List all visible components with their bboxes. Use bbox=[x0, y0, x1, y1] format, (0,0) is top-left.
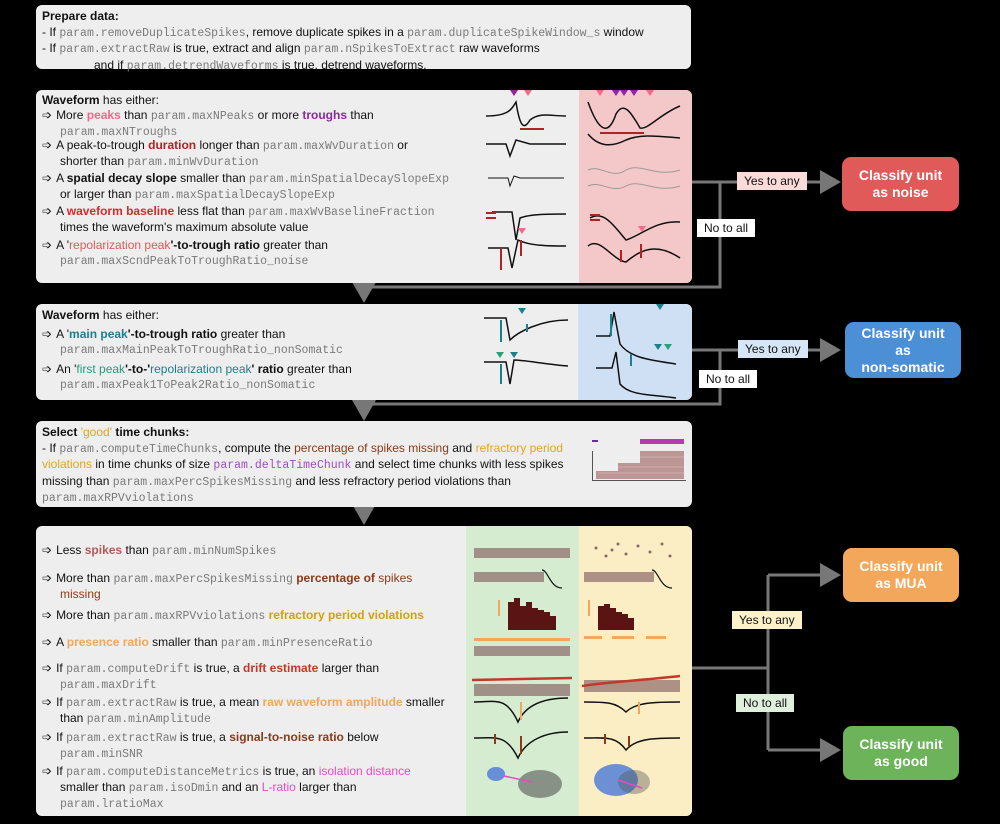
noise-item-duration: ➩A peak-to-trough duration longer than p… bbox=[42, 138, 408, 169]
prepare-data-box: Prepare data: - If param.removeDuplicate… bbox=[36, 5, 691, 73]
nonsomatic-criteria-box: Waveform has either: ➩A 'main peak'-to-t… bbox=[36, 304, 692, 400]
chunks-title: Select 'good' time chunks: bbox=[42, 425, 190, 439]
yes-to-any-label-mua: Yes to any bbox=[732, 611, 802, 629]
quality-item-rpv: ➩More than param.maxRPVviolations refrac… bbox=[42, 608, 424, 623]
quality-example-illustrations bbox=[471, 542, 681, 798]
chunks-line-4: param.maxRPVviolations bbox=[42, 492, 194, 505]
time-chunks-raster-plot bbox=[592, 439, 686, 481]
noise-title: Waveform has either: bbox=[42, 93, 159, 107]
classify-mua-box: Classify unit as MUA bbox=[843, 548, 959, 602]
noise-criteria-box: Waveform has either: ➩More peaks than pa… bbox=[36, 90, 692, 283]
time-chunks-box: Select 'good' time chunks: - If param.co… bbox=[36, 421, 692, 507]
noise-item-peaks: ➩More peaks than param.maxNPeaks or more… bbox=[42, 108, 374, 139]
nonsomatic-waveform-illustrations bbox=[484, 304, 677, 399]
quality-item-isolation: ➩If param.computeDistanceMetrics is true… bbox=[42, 764, 411, 811]
quality-item-snr: ➩If param.extractRaw is true, a signal-t… bbox=[42, 730, 379, 761]
yes-to-any-label-nonsomatic: Yes to any bbox=[738, 340, 808, 358]
quality-item-num-spikes: ➩Less spikes than param.minNumSpikes bbox=[42, 543, 277, 558]
quality-metrics-box: ➩Less spikes than param.minNumSpikes ➩Mo… bbox=[36, 526, 692, 816]
no-to-all-label-noise: No to all bbox=[697, 219, 756, 237]
classify-noise-box: Classify unit as noise bbox=[842, 157, 959, 211]
prepare-line-2: - If param.extractRaw is true, extract a… bbox=[42, 41, 540, 56]
noise-item-baseline: ➩A waveform baseline less flat than para… bbox=[42, 204, 435, 234]
classify-nonsomatic-box: Classify unit as non-somatic bbox=[845, 322, 961, 378]
chunks-line-1: - If param.computeTimeChunks, compute th… bbox=[42, 440, 563, 456]
quality-item-drift: ➩If param.computeDrift is true, a drift … bbox=[42, 661, 380, 692]
noise-item-spatial-decay: ➩A spatial decay slope smaller than para… bbox=[42, 171, 449, 202]
no-to-all-label-good: No to all bbox=[736, 694, 795, 712]
prepare-line-3: and if param.detrendWaveforms is true, d… bbox=[94, 57, 427, 73]
nonsomatic-title: Waveform has either: bbox=[42, 308, 159, 322]
nonsomatic-item-first-peak: ➩An 'first peak'-to-'repolarization peak… bbox=[42, 362, 352, 392]
yes-to-any-label-noise: Yes to any bbox=[737, 172, 807, 190]
quality-item-amplitude: ➩If param.extractRaw is true, a mean raw… bbox=[42, 695, 445, 726]
quality-item-presence-ratio: ➩A presence ratio smaller than param.min… bbox=[42, 635, 373, 650]
chunks-line-3: missing than param.maxPercSpikesMissing … bbox=[42, 473, 511, 489]
chunks-line-2: violations in time chunks of size param.… bbox=[42, 457, 564, 472]
prepare-line-1: - If param.removeDuplicateSpikes, remove… bbox=[42, 24, 644, 40]
prepare-title: Prepare data: bbox=[42, 9, 119, 23]
quality-item-perc-missing: ➩More than param.maxPercSpikesMissing pe… bbox=[42, 571, 413, 601]
nonsomatic-example-panel bbox=[578, 304, 692, 400]
noise-waveform-illustrations bbox=[485, 90, 681, 270]
classify-good-box: Classify unit as good bbox=[843, 726, 959, 780]
nonsomatic-item-main-peak: ➩A 'main peak'-to-trough ratio greater t… bbox=[42, 327, 343, 357]
no-to-all-label-nonsomatic: No to all bbox=[699, 370, 758, 388]
noise-item-repolarization: ➩A 'repolarization peak'-to-trough ratio… bbox=[42, 238, 328, 268]
